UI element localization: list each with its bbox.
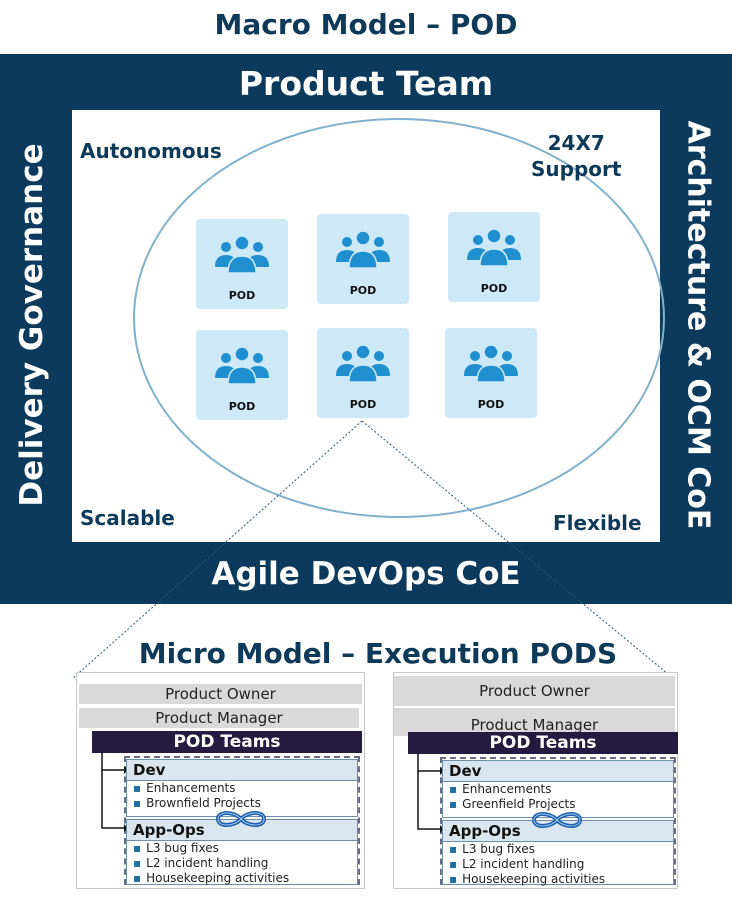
pod-label: POD <box>349 398 377 411</box>
dev-item: Brownfield Projects <box>127 796 357 811</box>
app-ops-item: L2 incident handling <box>443 857 673 872</box>
people-group-icon <box>336 344 390 383</box>
dev-heading: Dev <box>443 761 673 782</box>
frame-top-label: Product Team <box>238 64 494 103</box>
people-group-icon <box>336 230 390 269</box>
pod-teams-bar: POD Teams <box>408 732 678 754</box>
pod-teams-bar: POD Teams <box>92 731 362 753</box>
app-ops-item: L2 incident handling <box>127 856 357 871</box>
app-ops-section: App-Ops L3 bug fixes L2 incident handlin… <box>442 820 674 887</box>
pod-label: POD <box>228 289 256 302</box>
frame-left-label: Delivery Governance <box>14 143 50 507</box>
pod-tile: POD <box>196 330 288 420</box>
app-ops-item: L3 bug fixes <box>127 841 357 856</box>
pod-tile: POD <box>317 328 409 418</box>
dev-item: Enhancements <box>443 782 673 797</box>
devops-infinity-icon <box>215 811 267 827</box>
dev-item: Enhancements <box>127 781 357 796</box>
micro-title: Micro Model – Execution PODS <box>138 637 618 670</box>
product-owner-bar: Product Owner <box>394 676 675 706</box>
pod-label: POD <box>349 284 377 297</box>
pod-label: POD <box>477 398 505 411</box>
frame-bottom-label: Agile DevOps CoE <box>211 556 521 592</box>
tree-connector <box>417 753 444 833</box>
dev-heading: Dev <box>127 760 357 781</box>
people-group-icon <box>215 235 269 274</box>
pod-label: POD <box>480 282 508 295</box>
pod-tile: POD <box>448 212 540 302</box>
pod-tile: POD <box>445 328 537 418</box>
product-manager-bar: Product Manager <box>79 708 359 728</box>
pod-label: POD <box>228 400 256 413</box>
frame-left-label-box: Delivery Governance <box>8 110 56 540</box>
app-ops-item: Housekeeping activities <box>443 872 673 887</box>
dev-item: Greenfield Projects <box>443 797 673 812</box>
corner-autonomous: Autonomous <box>80 139 222 163</box>
app-ops-item: Housekeeping activities <box>127 871 357 886</box>
people-group-icon <box>215 346 269 385</box>
app-ops-item: L3 bug fixes <box>443 842 673 857</box>
product-manager-bar: Product Manager <box>394 708 675 736</box>
corner-flexible: Flexible <box>553 511 642 535</box>
corner-scalable: Scalable <box>80 506 175 530</box>
diagram-title: Macro Model – POD <box>214 8 518 41</box>
dev-section: Dev Enhancements Brownfield Projects <box>126 759 358 817</box>
tree-connector <box>101 752 128 832</box>
dev-section: Dev Enhancements Greenfield Projects <box>442 760 674 818</box>
product-owner-bar: Product Owner <box>79 684 362 704</box>
pod-tile: POD <box>317 214 409 304</box>
corner-support-line2: Support <box>531 157 622 181</box>
pod-tile: POD <box>196 219 288 309</box>
people-group-icon <box>464 344 518 383</box>
frame-right-label: Architecture & OCM CoE <box>680 120 716 530</box>
people-group-icon <box>467 228 521 267</box>
corner-support: 24X7 Support <box>531 130 621 182</box>
app-ops-section: App-Ops L3 bug fixes L2 incident handlin… <box>126 819 358 885</box>
devops-infinity-icon <box>531 812 583 828</box>
frame-right-label-box: Architecture & OCM CoE <box>674 110 722 540</box>
corner-support-line1: 24X7 <box>547 131 605 155</box>
